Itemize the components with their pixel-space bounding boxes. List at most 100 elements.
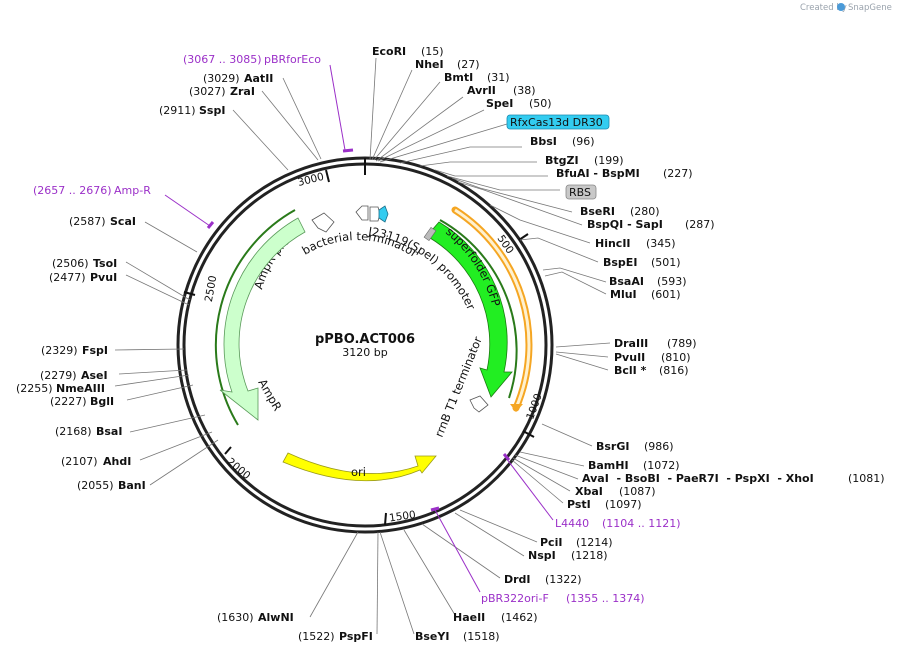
enzyme-nhei[interactable]: NheI (27) bbox=[415, 58, 480, 71]
enzyme-bsai[interactable]: (2168) BsaI bbox=[55, 425, 122, 438]
svg-text:(1081): (1081) bbox=[848, 472, 885, 485]
enzyme-ecori[interactable]: EcoRI (15) bbox=[372, 45, 444, 58]
svg-text:(280): (280) bbox=[630, 205, 660, 218]
enzyme-ahdi[interactable]: (2107) AhdI bbox=[61, 455, 131, 468]
enzyme-bseyi[interactable]: BseYI (1518) bbox=[415, 630, 500, 643]
credit-brand: SnapGene bbox=[848, 3, 892, 13]
svg-text:(2587): (2587) bbox=[69, 215, 106, 228]
enzyme-pspfi[interactable]: (1522) PspFI bbox=[298, 630, 373, 643]
svg-text:(15): (15) bbox=[421, 45, 444, 58]
enzyme-zrai[interactable]: (3027) ZraI bbox=[189, 85, 255, 98]
primer-amp-r[interactable]: (2657 .. 2676) Amp-R bbox=[33, 184, 151, 197]
svg-text:(1087): (1087) bbox=[619, 485, 656, 498]
enzyme-btgzi[interactable]: BtgZI (199) bbox=[545, 154, 624, 167]
plasmid-size: 3120 bp bbox=[342, 346, 387, 359]
svg-text:PvuI: PvuI bbox=[90, 271, 117, 284]
svg-text:TsoI: TsoI bbox=[93, 257, 117, 270]
rfxcas13d-dr30-box[interactable]: RfxCas13d DR30 bbox=[506, 114, 610, 130]
svg-text:pBR322ori-F: pBR322ori-F bbox=[481, 592, 549, 605]
svg-text:BsaAI: BsaAI bbox=[609, 275, 644, 288]
rrnb-terminator-feature bbox=[469, 395, 489, 413]
svg-text:BsaI: BsaI bbox=[96, 425, 122, 438]
svg-text:DraIII: DraIII bbox=[614, 337, 648, 350]
svg-text:RBS: RBS bbox=[569, 186, 591, 199]
primer-l4440[interactable]: L4440 (1104 .. 1121) bbox=[555, 517, 681, 530]
svg-text:(2168): (2168) bbox=[55, 425, 92, 438]
enzyme-bani[interactable]: (2055) BanI bbox=[77, 479, 146, 492]
ampr-label: AmpR bbox=[255, 377, 284, 414]
enzyme-bseri[interactable]: BseRI (280) bbox=[580, 205, 660, 218]
enzyme-nspi[interactable]: NspI (1218) bbox=[528, 549, 608, 562]
enzyme-bspei[interactable]: BspEI (501) bbox=[603, 256, 681, 269]
svg-text:(50): (50) bbox=[529, 97, 552, 110]
primer-pbr322ori-f[interactable]: pBR322ori-F (1355 .. 1374) bbox=[481, 592, 645, 605]
enzyme-fspi[interactable]: (2329) FspI bbox=[41, 344, 108, 357]
enzyme-tsoi[interactable]: (2506) TsoI bbox=[52, 257, 117, 270]
terminator-mid-feature bbox=[369, 206, 381, 222]
orf-arc-inner bbox=[454, 208, 531, 409]
enzyme-pcii[interactable]: PciI (1214) bbox=[540, 536, 613, 549]
svg-text:(2329): (2329) bbox=[41, 344, 78, 357]
enzyme-aatii[interactable]: (3029) AatII bbox=[203, 72, 273, 85]
enzyme-xbai[interactable]: XbaI (1087) bbox=[575, 485, 656, 498]
enzyme-bsaai[interactable]: BsaAI (593) bbox=[609, 275, 687, 288]
enzyme-bbsi[interactable]: BbsI (96) bbox=[530, 135, 595, 148]
svg-text:AvrII: AvrII bbox=[467, 84, 496, 97]
enzyme-leader-lines bbox=[114, 57, 611, 635]
enzyme-bgli[interactable]: (2227) BglI bbox=[50, 395, 114, 408]
svg-text:(96): (96) bbox=[572, 135, 595, 148]
svg-text:(345): (345) bbox=[646, 237, 676, 250]
svg-text:BspQI - SapI: BspQI - SapI bbox=[587, 218, 663, 231]
svg-text:BseYI: BseYI bbox=[415, 630, 449, 643]
enzyme-bamhi[interactable]: BamHI (1072) bbox=[588, 459, 680, 472]
enzyme-bspqi-sapi[interactable]: BspQI - SapI (287) bbox=[587, 218, 715, 231]
svg-text:(789): (789) bbox=[667, 337, 697, 350]
svg-text:pBRforEco: pBRforEco bbox=[264, 53, 321, 66]
svg-text:(1322): (1322) bbox=[545, 573, 582, 586]
svg-text:(601): (601) bbox=[651, 288, 681, 301]
enzyme-psti[interactable]: PstI (1097) bbox=[567, 498, 642, 511]
enzyme-bfuai-bspmi[interactable]: BfuAI - BspMI (227) bbox=[556, 167, 693, 180]
svg-text:(1522): (1522) bbox=[298, 630, 335, 643]
svg-text:(2227): (2227) bbox=[50, 395, 87, 408]
enzyme-bmti[interactable]: BmtI (31) bbox=[444, 71, 510, 84]
svg-text:AvaI - BsoBI - PaeR7I - Psp: AvaI - BsoBI - PaeR7I - PspXI - XhoI bbox=[582, 472, 814, 485]
svg-text:(3067 .. 3085): (3067 .. 3085) bbox=[183, 53, 262, 66]
enzyme-asei[interactable]: (2279) AseI bbox=[40, 369, 108, 382]
enzyme-drdi[interactable]: DrdI (1322) bbox=[504, 573, 582, 586]
enzyme-haeii[interactable]: HaeII (1462) bbox=[453, 611, 538, 624]
enzyme-bsrgi[interactable]: BsrGI (986) bbox=[596, 440, 674, 453]
svg-text:EcoRI: EcoRI bbox=[372, 45, 406, 58]
enzyme-draiii[interactable]: DraIII (789) bbox=[614, 337, 697, 350]
enzyme-sspi[interactable]: (2911) SspI bbox=[159, 104, 225, 117]
enzyme-avai-group[interactable]: AvaI - BsoBI - PaeR7I - PspXI - XhoI (10… bbox=[582, 472, 885, 485]
svg-text:PciI: PciI bbox=[540, 536, 562, 549]
enzyme-spei[interactable]: SpeI (50) bbox=[486, 97, 552, 110]
svg-text:(2255): (2255) bbox=[16, 382, 53, 395]
svg-text:(501): (501) bbox=[651, 256, 681, 269]
enzyme-mlui[interactable]: MluI (601) bbox=[610, 288, 681, 301]
enzyme-avrii[interactable]: AvrII (38) bbox=[467, 84, 536, 97]
svg-text:(199): (199) bbox=[594, 154, 624, 167]
svg-text:(2055): (2055) bbox=[77, 479, 114, 492]
svg-text:(1630): (1630) bbox=[217, 611, 254, 624]
svg-text:BanI: BanI bbox=[118, 479, 146, 492]
primer-pbrforeco[interactable]: (3067 .. 3085) pBRforEco bbox=[183, 53, 321, 66]
tick-label-3000: 3000 bbox=[296, 171, 325, 189]
enzyme-bcli[interactable]: BclI * (816) bbox=[614, 364, 689, 377]
enzyme-nmeaiii[interactable]: (2255) NmeAIII bbox=[16, 382, 105, 395]
rbs-box[interactable]: RBS bbox=[565, 184, 597, 200]
svg-text:(31): (31) bbox=[487, 71, 510, 84]
svg-text:NmeAIII: NmeAIII bbox=[56, 382, 105, 395]
enzyme-alwni[interactable]: (1630) AlwNI bbox=[217, 611, 294, 624]
enzyme-pvui[interactable]: (2477) PvuI bbox=[49, 271, 117, 284]
svg-text:BtgZI: BtgZI bbox=[545, 154, 579, 167]
enzyme-hincii[interactable]: HincII (345) bbox=[595, 237, 676, 250]
enzyme-pvuii[interactable]: PvuII (810) bbox=[614, 351, 691, 364]
enzyme-scai[interactable]: (2587) ScaI bbox=[69, 215, 136, 228]
svg-text:ZraI: ZraI bbox=[230, 85, 255, 98]
svg-text:AseI: AseI bbox=[81, 369, 108, 382]
svg-text:SspI: SspI bbox=[199, 104, 225, 117]
svg-text:(2506): (2506) bbox=[52, 257, 89, 270]
tick-label-2500: 2500 bbox=[203, 275, 219, 303]
